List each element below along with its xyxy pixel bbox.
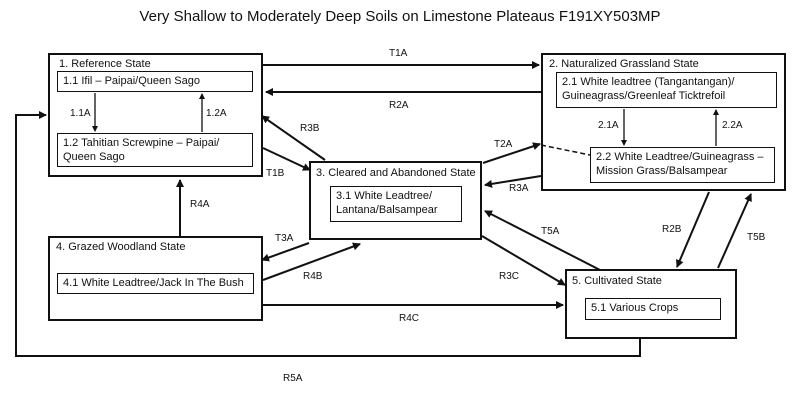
label-r4a: R4A bbox=[190, 199, 210, 210]
phase-1-1-label: 1.1 Ifil – Paipai/Queen Sago bbox=[63, 75, 200, 87]
label-r4b: R4B bbox=[303, 271, 323, 282]
label-r3a: R3A bbox=[509, 183, 529, 194]
phase-3-1-label-line1: 3.1 White Leadtree/ bbox=[336, 190, 433, 202]
label-pathway-2-1a: 2.1A bbox=[598, 120, 619, 131]
phase-3-1-box: 3.1 White Leadtree/ Lantana/Balsampear bbox=[330, 186, 462, 222]
cleared-abandoned-state-title: 3. Cleared and Abandoned State bbox=[316, 167, 476, 179]
arrow-r4b bbox=[262, 242, 361, 281]
label-r2a: R2A bbox=[389, 100, 409, 111]
label-r4c: R4C bbox=[399, 313, 420, 324]
phase-3-1-label-line2: Lantana/Balsampear bbox=[336, 204, 438, 216]
arrow-r3a bbox=[484, 175, 542, 188]
arrow-r5a bbox=[15, 111, 641, 357]
diagram-title: Very Shallow to Moderately Deep Soils on… bbox=[139, 8, 661, 25]
dashed-connector bbox=[540, 144, 591, 156]
label-t1b: T1B bbox=[266, 168, 285, 179]
phase-2-1-label-line1: 2.1 White leadtree (Tangantangan)/ bbox=[562, 76, 735, 88]
label-r3c: R3C bbox=[499, 271, 520, 282]
grazed-woodland-state-title: 4. Grazed Woodland State bbox=[56, 241, 186, 253]
phase-5-1-box: 5.1 Various Crops bbox=[585, 298, 721, 320]
phase-1-2-box: 1.2 Tahitian Screwpine – Paipai/ Queen S… bbox=[57, 133, 253, 167]
label-t5a: T5A bbox=[541, 226, 560, 237]
label-pathway-2-2a: 2.2A bbox=[722, 120, 743, 131]
arrow-r3c bbox=[481, 235, 566, 286]
label-pathway-1-2a: 1.2A bbox=[206, 108, 227, 119]
phase-2-1-box: 2.1 White leadtree (Tangantangan)/ Guine… bbox=[556, 72, 777, 108]
cultivated-state-title: 5. Cultivated State bbox=[572, 275, 662, 287]
phase-1-2-label-line2: Queen Sago bbox=[63, 151, 125, 163]
phase-1-1-box: 1.1 Ifil – Paipai/Queen Sago bbox=[57, 71, 253, 92]
arrow-r2b bbox=[676, 191, 710, 268]
label-r3b: R3B bbox=[300, 123, 320, 134]
label-t5b: T5B bbox=[747, 232, 766, 243]
label-r5a: R5A bbox=[283, 373, 303, 384]
label-pathway-1-1a: 1.1A bbox=[70, 108, 91, 119]
naturalized-grassland-state-title: 2. Naturalized Grassland State bbox=[549, 58, 699, 70]
phase-2-2-label-line2: Mission Grass/Balsampear bbox=[596, 165, 728, 177]
label-r2b: R2B bbox=[662, 224, 682, 235]
label-t1a: T1A bbox=[389, 48, 408, 59]
arrow-t3a bbox=[261, 242, 310, 262]
arrow-t1b bbox=[262, 147, 311, 171]
arrow-r3b bbox=[261, 115, 326, 161]
phase-5-1-label: 5.1 Various Crops bbox=[591, 302, 679, 314]
arrow-t5a bbox=[484, 210, 601, 271]
label-t3a: T3A bbox=[275, 233, 294, 244]
reference-state-title: 1. Reference State bbox=[59, 58, 151, 70]
phase-1-2-label-line1: 1.2 Tahitian Screwpine – Paipai/ bbox=[63, 137, 220, 149]
arrow-t2a bbox=[482, 142, 541, 164]
arrow-t5b bbox=[717, 193, 752, 269]
phase-2-1-label-line2: Guineagrass/Greenleaf Ticktrefoil bbox=[562, 90, 726, 102]
phase-2-2-label-line1: 2.2 White Leadtree/Guineagrass – bbox=[596, 151, 764, 163]
phase-4-1-box: 4.1 White Leadtree/Jack In The Bush bbox=[57, 273, 254, 294]
phase-2-2-box: 2.2 White Leadtree/Guineagrass – Mission… bbox=[590, 147, 775, 183]
phase-4-1-label: 4.1 White Leadtree/Jack In The Bush bbox=[63, 277, 244, 289]
label-t2a: T2A bbox=[494, 139, 513, 150]
